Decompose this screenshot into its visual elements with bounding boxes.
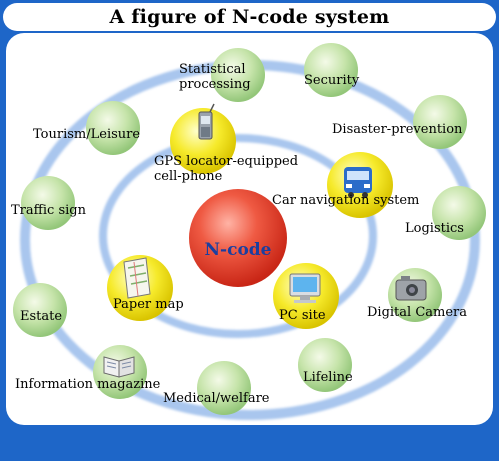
lifeline-circle [298,338,352,392]
cellphone-icon [198,103,215,140]
n-code-label: N-code [204,240,272,260]
book-icon [103,356,135,378]
logistics-circle [432,186,486,240]
estate-label: Estate [20,309,63,324]
title-panel [3,3,496,31]
statistical-circle [211,48,265,102]
title-bar: A figure of N-code system [0,0,499,34]
traffic-circle [21,176,75,230]
gps-circle [170,108,236,174]
disaster-label: Disaster-prevention [332,122,463,137]
pc-site-label: PC site [279,308,326,323]
map-icon [123,257,151,299]
paper-map-label: Paper map [113,297,184,312]
security-label: Security [304,73,360,88]
bus-icon [344,167,372,198]
diagram-title: A figure of N-code system [109,6,390,28]
traffic-label: Traffic sign [11,203,86,218]
information-label: Information magazine [15,377,161,392]
n-code-center [189,189,287,287]
tourism-label: Tourism/Leisure [33,127,141,142]
gps-label: GPS locator-equipped cell-phone [154,154,299,184]
security-circle [304,43,358,97]
camera-icon [395,276,427,301]
estate-circle [13,283,67,337]
disaster-circle [413,95,467,149]
lifeline-label: Lifeline [303,370,353,385]
car-nav-label: Car navigation system [272,193,420,208]
medical-label: Medical/welfare [163,391,270,406]
monitor-icon [289,273,321,303]
inner-ring [99,134,377,338]
logistics-label: Logistics [405,221,464,236]
digital-camera-label: Digital Camera [367,305,468,320]
tourism-circle [86,101,140,155]
statistical-label: Statistical processing [179,62,251,92]
medical-circle [197,361,251,415]
